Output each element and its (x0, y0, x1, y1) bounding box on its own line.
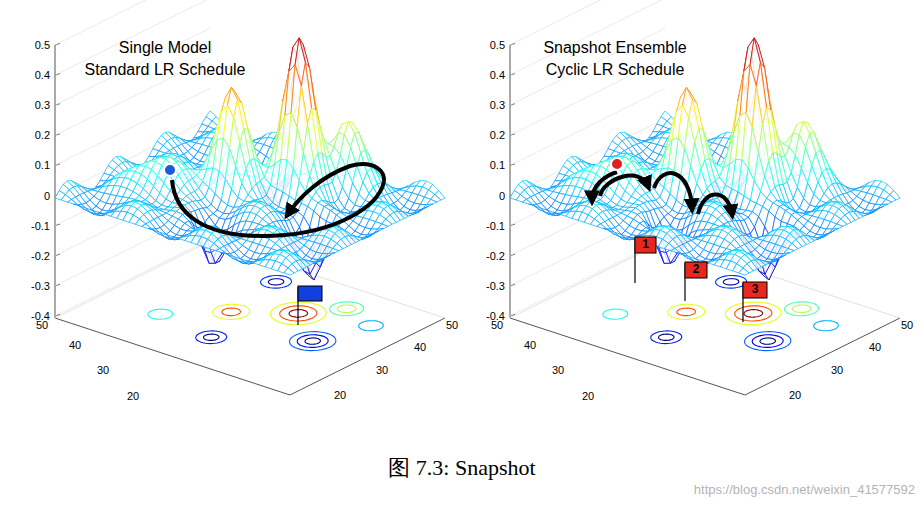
z-axis (510, 45, 511, 318)
wall-grid (55, 88, 210, 165)
wall-grid (55, 0, 210, 45)
contour-line (290, 332, 336, 351)
wall-grid (510, 209, 665, 286)
mesh-cell (284, 268, 294, 275)
contour-line (814, 321, 839, 331)
wall-grid (510, 119, 665, 196)
contour-line (716, 276, 747, 289)
wall-grid (55, 119, 210, 196)
contour-line (305, 338, 320, 344)
contour-line (196, 331, 227, 344)
contour-line (726, 302, 782, 325)
mesh-cell (427, 199, 437, 204)
floor-axis (510, 318, 900, 395)
contour-line (268, 279, 284, 285)
contour-line (213, 304, 250, 319)
contour-line (760, 338, 775, 344)
contour-line (677, 308, 696, 316)
floor-back (55, 241, 445, 318)
wall-grid (55, 179, 210, 256)
wall-grid (510, 88, 665, 165)
contour-line (330, 302, 364, 316)
mesh-cell (142, 224, 152, 229)
wall-grid (55, 239, 210, 316)
mesh-cell (216, 249, 226, 254)
wall-grid (510, 149, 665, 226)
surface-plot (510, 0, 900, 395)
contour-line (659, 334, 675, 340)
floor-back (510, 241, 900, 318)
mesh-cell (67, 199, 77, 204)
contour-line (148, 309, 173, 319)
z-axis (55, 45, 56, 318)
contour-line (723, 279, 739, 285)
contour-line (651, 331, 682, 344)
contour-line (603, 309, 628, 319)
contour-line (735, 306, 772, 321)
contour-line (785, 302, 819, 316)
surface-plot (55, 0, 445, 395)
wall-grid (55, 209, 210, 286)
wall-grid (510, 179, 665, 256)
contour-line (261, 276, 292, 289)
floor-axis (55, 318, 445, 395)
contour-line (204, 334, 220, 340)
contour-line (792, 305, 811, 313)
contour-line (337, 305, 356, 313)
contour-line (744, 310, 763, 318)
plot-layer (55, 0, 900, 395)
contour-line (745, 332, 791, 351)
contour-line (222, 308, 241, 316)
contour-line (359, 321, 384, 331)
contour-line (752, 335, 783, 348)
contour-line (668, 304, 705, 319)
wall-grid (510, 0, 665, 45)
contour-line (297, 335, 328, 348)
